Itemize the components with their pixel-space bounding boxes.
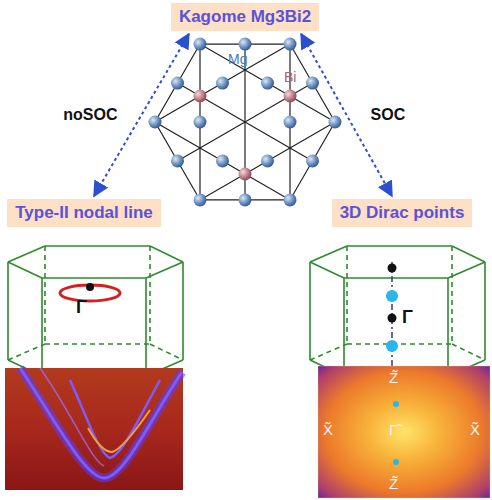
edge-label: SOC bbox=[369, 106, 408, 124]
box-text: Kagome Mg3Bi2 bbox=[179, 7, 311, 27]
box-text: Type-II nodal line bbox=[15, 203, 153, 223]
atom-label: Bi bbox=[284, 70, 296, 85]
atom-label: Mg bbox=[228, 52, 247, 67]
map-axis-label: Γ̃ bbox=[389, 422, 397, 439]
dirac-axis bbox=[386, 262, 398, 382]
label-box: 3D Dirac points bbox=[332, 199, 473, 227]
brillouin-zone bbox=[310, 246, 485, 376]
nodal-line-marker bbox=[60, 283, 120, 301]
label-box: Kagome Mg3Bi2 bbox=[171, 3, 319, 31]
map-axis-label: Z̃ bbox=[389, 476, 398, 493]
brillouin-zone bbox=[8, 246, 183, 376]
label-box: Type-II nodal line bbox=[7, 199, 161, 227]
k-point-label: Γ bbox=[402, 308, 413, 328]
map-axis-label: Z̃ bbox=[389, 370, 398, 387]
band-structure-image bbox=[5, 368, 183, 490]
edge-label: noSOC bbox=[61, 106, 119, 124]
k-point-label: Γ bbox=[76, 298, 87, 318]
surface-state-map bbox=[318, 366, 490, 498]
box-text: 3D Dirac points bbox=[340, 203, 465, 223]
map-axis-label: X̃ bbox=[470, 422, 480, 439]
kagome-lattice bbox=[149, 38, 342, 207]
map-axis-label: X̃ bbox=[323, 422, 333, 439]
